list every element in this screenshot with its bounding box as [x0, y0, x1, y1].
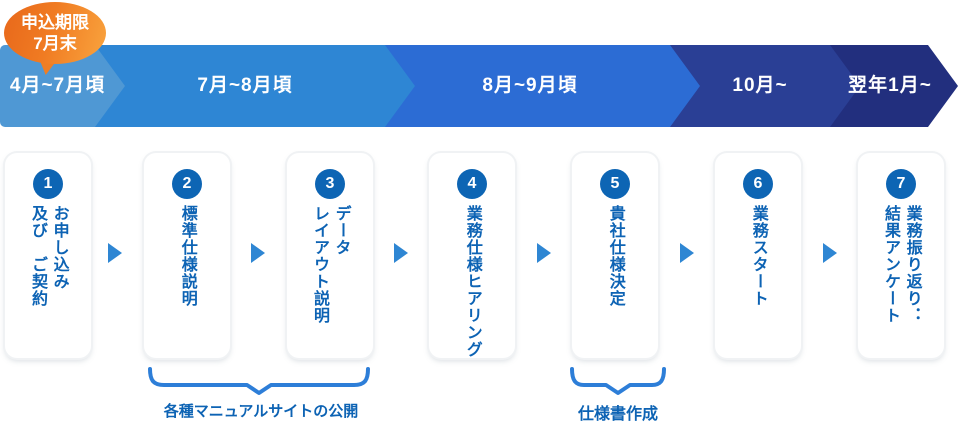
step-number-badge: 6 — [743, 169, 773, 199]
timeline-segment-4 — [670, 45, 860, 127]
right-arrow-icon — [537, 243, 551, 263]
step-card-1: 1 お申し込み 及び ご契約 — [5, 153, 91, 358]
timeline-segment-3 — [385, 45, 700, 127]
deadline-balloon-line2: 7月末 — [33, 34, 77, 53]
timeline-label-4: 10月~ — [732, 75, 788, 96]
step-label: 標準仕様説明 — [178, 205, 196, 307]
step-number-badge: 7 — [886, 169, 916, 199]
step-number-badge: 3 — [315, 169, 345, 199]
brace-steps-2-3 — [148, 367, 370, 395]
step-card-3: 3 データ レイアウト説明 — [287, 153, 373, 358]
step-label: データ レイアウト説明 — [311, 205, 350, 324]
brace-step-5 — [570, 367, 666, 395]
step-card-4: 4 業務仕様ヒアリング — [429, 153, 515, 358]
timeline-label-2: 7月~8月頃 — [197, 75, 293, 96]
annotation-manual-site: 各種マニュアルサイトの公開 — [163, 403, 359, 420]
right-arrow-icon — [108, 243, 122, 263]
right-arrow-icon — [680, 243, 694, 263]
step-card-6: 6 業務スタート — [715, 153, 801, 358]
right-arrow-icon — [823, 243, 837, 263]
deadline-balloon-line1: 申込期限 — [21, 12, 89, 32]
deadline-balloon: 申込期限 7月末 — [4, 2, 106, 64]
step-number-badge: 1 — [33, 169, 63, 199]
step-label: お申し込み 及び ご契約 — [29, 205, 68, 307]
step-number-badge: 2 — [172, 169, 202, 199]
step-label: 業務スタート — [749, 205, 767, 307]
annotation-spec-doc: 仕様書作成 — [577, 406, 658, 423]
timeline-label-5: 翌年1月~ — [848, 75, 932, 96]
step-number-badge: 4 — [457, 169, 487, 199]
timeline-label-1: 4月~7月頃 — [9, 75, 106, 96]
step-number-badge: 5 — [600, 169, 630, 199]
step-card-5: 5 貴社仕様決定 — [572, 153, 658, 358]
step-label: 業務仕様ヒアリング — [463, 205, 481, 358]
step-card-2: 2 標準仕様説明 — [144, 153, 230, 358]
step-label: 貴社仕様決定 — [606, 205, 624, 307]
right-arrow-icon — [251, 243, 265, 263]
step-card-7: 7 業務振り返り： 結果アンケート — [858, 153, 944, 358]
timeline-label-3: 8月~9月頃 — [482, 75, 578, 96]
timeline-bar: 4月~7月頃 7月~8月頃 8月~9月頃 10月~ 翌年1月~ — [0, 45, 958, 127]
timeline-segment-2 — [95, 45, 415, 127]
step-label: 業務振り返り： 結果アンケート — [882, 205, 921, 324]
right-arrow-icon — [394, 243, 408, 263]
